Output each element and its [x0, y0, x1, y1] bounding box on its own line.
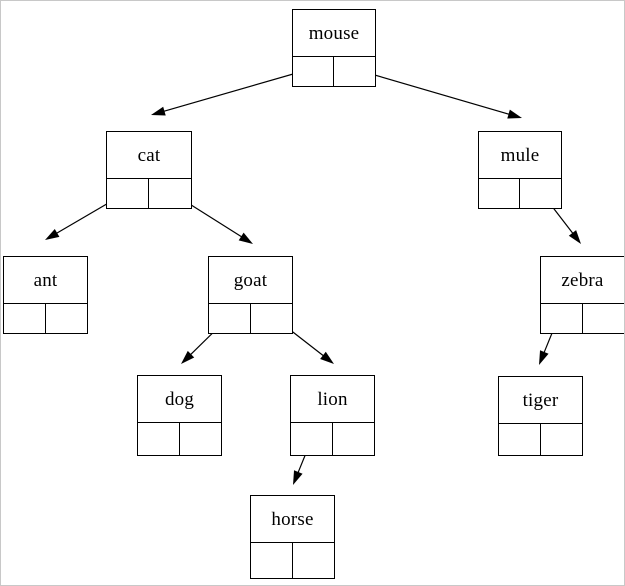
left-pointer-cell-goat[interactable] — [209, 304, 251, 333]
left-pointer-cell-dog[interactable] — [138, 423, 180, 455]
edge-line — [353, 68, 512, 116]
right-pointer-cell-lion[interactable] — [333, 423, 375, 455]
tree-node-ant[interactable]: ant — [3, 256, 88, 334]
arrowhead-icon — [238, 232, 253, 244]
left-pointer-cell-cat[interactable] — [107, 179, 149, 208]
arrowhead-icon — [507, 109, 522, 119]
node-pointers-mule — [479, 179, 561, 208]
right-pointer-cell-zebra[interactable] — [583, 304, 625, 333]
node-label-horse: horse — [251, 496, 334, 543]
left-pointer-cell-ant[interactable] — [4, 304, 46, 333]
right-pointer-cell-tiger[interactable] — [541, 424, 583, 455]
node-pointers-cat — [107, 179, 191, 208]
tree-node-lion[interactable]: lion — [290, 375, 375, 456]
node-label-mouse: mouse — [293, 10, 375, 57]
tree-node-dog[interactable]: dog — [137, 375, 222, 456]
tree-node-tiger[interactable]: tiger — [498, 376, 583, 456]
arrowhead-icon — [293, 470, 303, 485]
arrowhead-icon — [320, 351, 334, 364]
tree-node-cat[interactable]: cat — [106, 131, 192, 209]
left-pointer-cell-zebra[interactable] — [541, 304, 583, 333]
arrowhead-icon — [45, 228, 60, 240]
right-pointer-cell-dog[interactable] — [180, 423, 222, 455]
arrowhead-icon — [181, 350, 195, 364]
right-pointer-cell-cat[interactable] — [149, 179, 191, 208]
right-pointer-cell-mule[interactable] — [520, 179, 561, 208]
arrowhead-icon — [568, 230, 581, 244]
node-label-mule: mule — [479, 132, 561, 179]
tree-node-mouse[interactable]: mouse — [292, 9, 376, 87]
node-pointers-tiger — [499, 424, 582, 455]
left-pointer-cell-tiger[interactable] — [499, 424, 541, 455]
node-pointers-dog — [138, 423, 221, 455]
node-label-tiger: tiger — [499, 377, 582, 424]
right-pointer-cell-goat[interactable] — [251, 304, 293, 333]
left-pointer-cell-lion[interactable] — [291, 423, 333, 455]
node-pointers-goat — [209, 304, 292, 333]
tree-node-zebra[interactable]: zebra — [540, 256, 624, 334]
edge-mouse-to-mule — [353, 68, 522, 119]
left-pointer-cell-mouse[interactable] — [293, 57, 334, 86]
node-label-zebra: zebra — [541, 257, 624, 304]
right-pointer-cell-horse[interactable] — [293, 543, 335, 578]
arrowhead-icon — [539, 350, 549, 365]
node-label-lion: lion — [291, 376, 374, 423]
left-pointer-cell-horse[interactable] — [251, 543, 293, 578]
node-label-dog: dog — [138, 376, 221, 423]
right-pointer-cell-mouse[interactable] — [334, 57, 375, 86]
node-pointers-horse — [251, 543, 334, 578]
tree-node-horse[interactable]: horse — [250, 495, 335, 579]
node-pointers-ant — [4, 304, 87, 333]
tree-node-goat[interactable]: goat — [208, 256, 293, 334]
edge-mouse-to-cat — [151, 67, 315, 116]
node-pointers-mouse — [293, 57, 375, 86]
node-pointers-zebra — [541, 304, 624, 333]
node-label-cat: cat — [107, 132, 191, 179]
node-label-ant: ant — [4, 257, 87, 304]
node-label-goat: goat — [209, 257, 292, 304]
node-pointers-lion — [291, 423, 374, 455]
tree-node-mule[interactable]: mule — [478, 131, 562, 209]
right-pointer-cell-ant[interactable] — [46, 304, 88, 333]
left-pointer-cell-mule[interactable] — [479, 179, 520, 208]
arrowhead-icon — [151, 106, 166, 116]
